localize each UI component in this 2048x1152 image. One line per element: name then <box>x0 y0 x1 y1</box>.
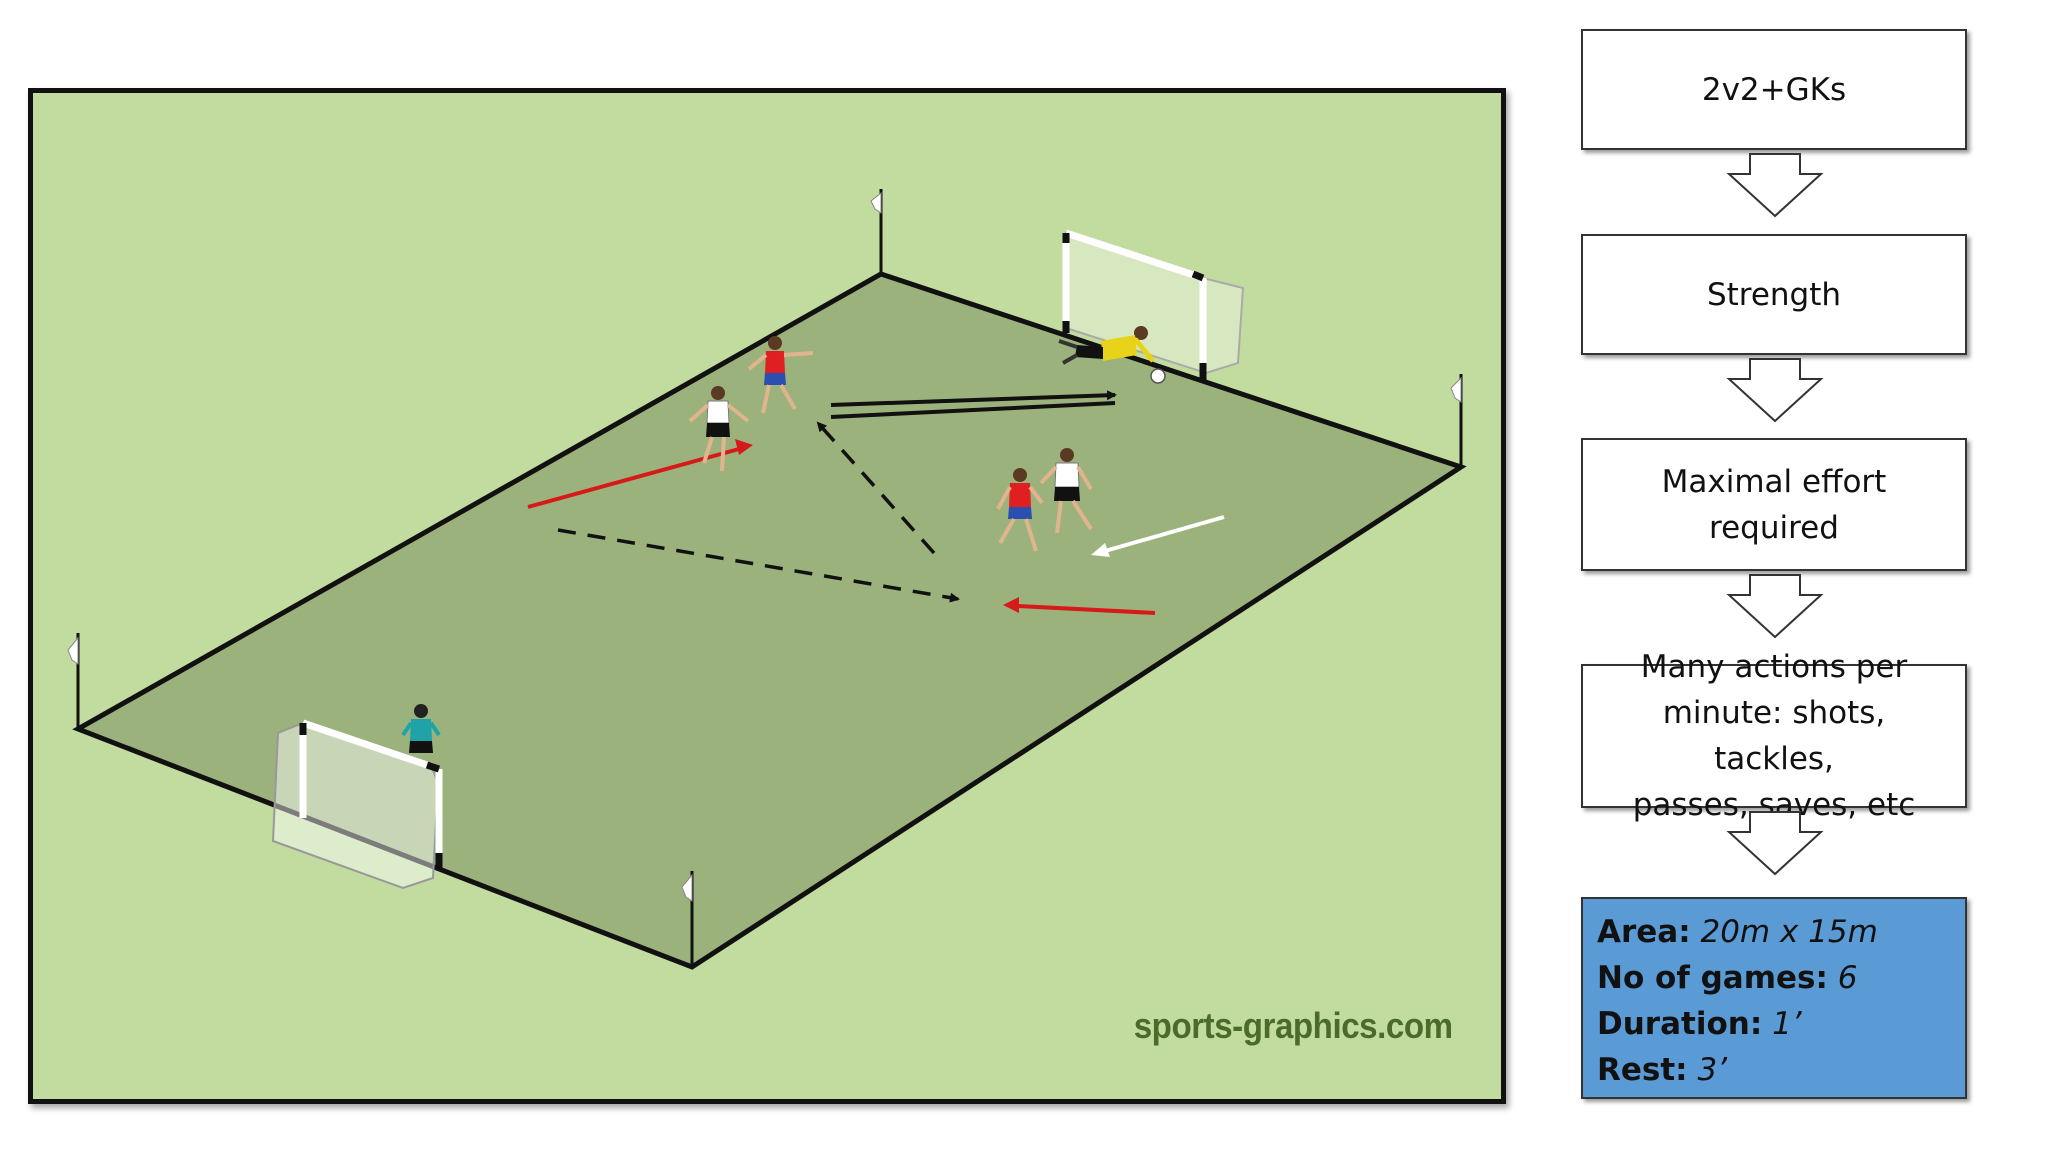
arrow-down-icon <box>1726 574 1824 639</box>
flow-step-text: 2v2+GKs <box>1701 71 1847 108</box>
session-info-box: Area: 20m x 15m No of games: 6 Duration:… <box>1581 897 1967 1099</box>
player-icon <box>1039 448 1093 534</box>
player-icon <box>747 336 814 414</box>
goal-icon <box>271 719 443 890</box>
flow-step-format: 2v2+GKs <box>1581 29 1967 150</box>
pitch-illustration <box>67 189 1467 970</box>
goalkeeper-icon <box>1058 326 1155 365</box>
run-arrow <box>1003 597 1156 615</box>
flow-step-text: Strength <box>1706 276 1842 313</box>
flow-step-text: Many actions per <box>1640 649 1908 685</box>
info-rest: Rest: 3’ <box>1597 1052 1728 1088</box>
arrow-down-icon <box>1726 358 1824 423</box>
player-icon <box>688 386 750 472</box>
corner-flag-icon <box>67 633 80 729</box>
corner-flag-icon <box>1450 374 1463 467</box>
flow-step-text: required <box>1709 509 1839 546</box>
ball-icon <box>1150 368 1166 384</box>
drill-diagram: sports-graphics.com <box>28 88 1506 1104</box>
flow-step-text: minute: shots, tackles, <box>1662 695 1886 777</box>
pass-arrow <box>830 401 1116 419</box>
corner-flag-icon <box>681 871 694 967</box>
run-arrow <box>1091 515 1225 557</box>
goal-icon <box>1062 229 1245 380</box>
info-area: Area: 20m x 15m <box>1597 914 1878 950</box>
flow-step-effort: Maximal effort required <box>1581 438 1967 571</box>
goalkeeper-icon <box>401 704 441 753</box>
player-icon <box>996 468 1044 552</box>
pass-arrow <box>557 528 960 603</box>
corner-flag-icon <box>870 189 883 274</box>
flow-step-focus: Strength <box>1581 234 1967 355</box>
flow-step-text: Maximal effort <box>1661 463 1887 500</box>
pass-arrow <box>830 390 1117 407</box>
info-games: No of games: 6 <box>1597 960 1858 996</box>
info-duration: Duration: 1’ <box>1597 1006 1802 1042</box>
watermark-text: sports-graphics.com <box>1134 1005 1453 1046</box>
flow-step-actions: Many actions per minute: shots, tackles,… <box>1581 649 1967 823</box>
arrow-down-icon <box>1726 811 1824 876</box>
arrow-down-icon <box>1726 153 1824 218</box>
